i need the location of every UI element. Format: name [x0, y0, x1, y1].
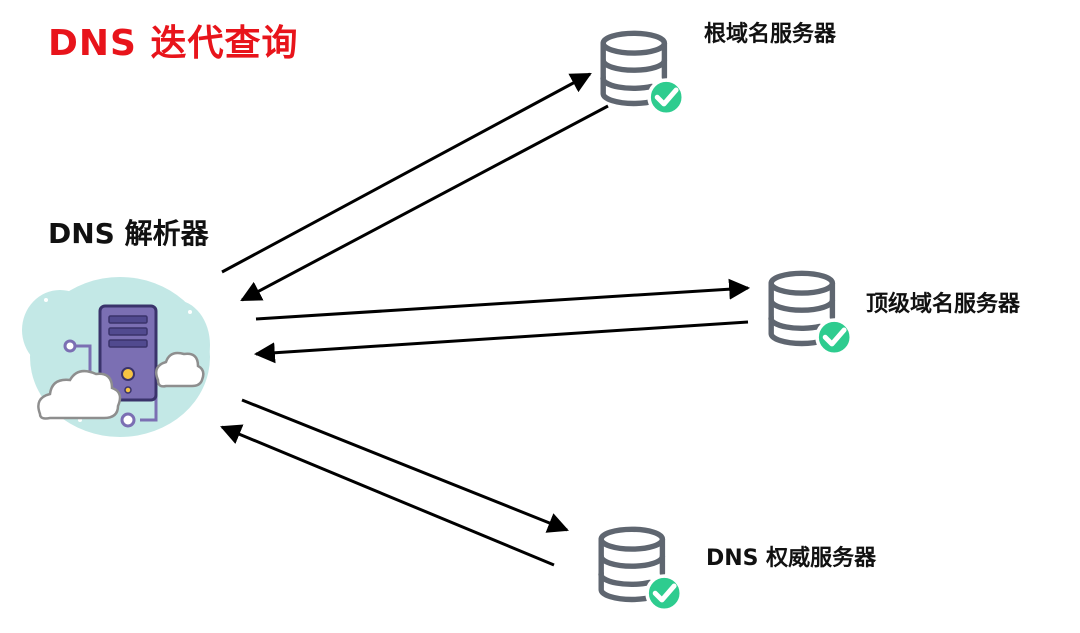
tld-server-database-icon — [771, 273, 851, 354]
query-to-root-arrow — [221, 72, 592, 274]
response-from-root-arrow — [240, 104, 609, 302]
response-from-authoritative-arrow — [220, 424, 555, 567]
query-to-tld-arrow — [255, 278, 751, 321]
diagram-title: DNS 迭代查询 — [48, 23, 299, 64]
authoritative-server-database-icon — [601, 529, 681, 610]
query-to-authoritative-arrow — [241, 398, 569, 533]
response-from-tld-arrow — [253, 320, 749, 364]
authoritative-server-label: DNS 权威服务器 — [706, 546, 877, 571]
root-server-database-icon — [603, 33, 683, 114]
resolver-illustration-icon — [22, 277, 210, 437]
resolver-label: DNS 解析器 — [48, 217, 209, 250]
tld-server-label: 顶级域名服务器 — [866, 292, 1021, 317]
root-server-label: 根域名服务器 — [704, 22, 837, 47]
